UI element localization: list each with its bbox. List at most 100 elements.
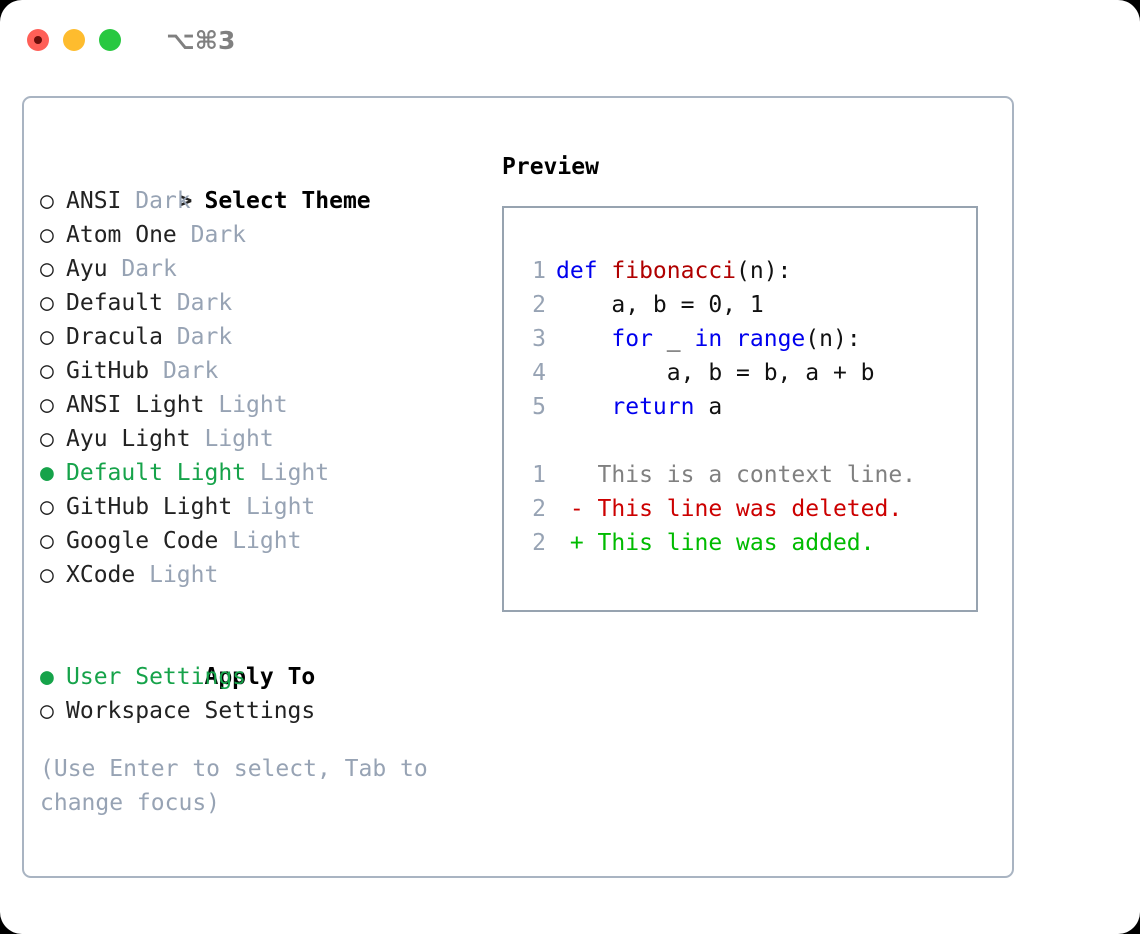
theme-option-gap [177, 222, 191, 248]
theme-option-google-code[interactable]: ○ Google Code Light [40, 524, 490, 558]
apply-to-heading: Apply To [40, 626, 490, 690]
radio-unselected-icon: ○ [40, 494, 54, 520]
code-line-number: 3 [532, 326, 546, 352]
theme-option-category: Dark [162, 358, 219, 384]
theme-option-name: Ayu Light [66, 426, 191, 452]
radio-unselected-icon: ○ [40, 392, 54, 418]
theme-option-name: GitHub [66, 358, 150, 384]
theme-option-name: GitHub Light [66, 494, 233, 520]
theme-options-list: ○ANSI Dark○Atom One Dark○Ayu Dark○Defaul… [40, 184, 490, 592]
radio-selected-icon: ● [40, 460, 54, 486]
code-token: a, b = b, a + b [556, 360, 875, 386]
code-token: range [736, 326, 806, 352]
theme-option-name: Ayu [66, 256, 108, 282]
select-theme-label: Select Theme [204, 188, 371, 214]
diff-line-content: This is a context line. [556, 462, 917, 488]
code-line-number: 4 [532, 360, 546, 386]
code-line: 2 a, b = 0, 1 [522, 288, 916, 322]
theme-option-name: Google Code [66, 528, 219, 554]
theme-picker-panel: >Select Theme ○ANSI Dark○Atom One Dark○A… [22, 96, 1014, 878]
code-line-number: 2 [532, 292, 546, 318]
theme-option-ansi[interactable]: ○ ANSI Dark [40, 184, 490, 218]
diff-line-ctx: 1 This is a context line. [522, 458, 916, 492]
theme-option-name: XCode [66, 562, 136, 588]
theme-option-github[interactable]: ○ GitHub Dark [40, 354, 490, 388]
diff-line-number: 2 [532, 530, 546, 556]
maximize-window-icon[interactable] [99, 29, 121, 51]
theme-option-gap [218, 528, 232, 554]
radio-unselected-icon: ○ [40, 698, 54, 724]
theme-option-default[interactable]: ○Default Dark [40, 286, 490, 320]
theme-option-category: Dark [121, 256, 177, 282]
theme-option-category: Light [204, 426, 274, 452]
code-token [556, 326, 611, 352]
code-token: return [611, 394, 695, 420]
title-bar: ⌥⌘3 [0, 0, 1140, 80]
theme-option-gap [163, 324, 177, 350]
theme-option-category: Light [232, 528, 302, 554]
theme-option-gap [163, 290, 177, 316]
code-token: a [694, 394, 723, 420]
radio-unselected-icon: ○ [40, 324, 54, 350]
theme-option-dracula[interactable]: ○Dracula Dark [40, 320, 490, 354]
theme-option-gap [204, 392, 218, 418]
code-token: (n): [736, 258, 792, 284]
code-token: (n): [805, 326, 861, 352]
code-line-number: 5 [532, 394, 546, 420]
theme-option-category: Dark [190, 222, 247, 248]
apply-to-option-workspace-settings[interactable]: ○Workspace Settings [40, 694, 490, 728]
radio-unselected-icon: ○ [40, 358, 54, 384]
theme-option-category: Dark [176, 290, 233, 316]
theme-option-xcode[interactable]: ○XCode Light [40, 558, 490, 592]
theme-option-gap [149, 358, 163, 384]
list-spacer [40, 592, 490, 626]
window-controls [27, 29, 121, 51]
diff-line-number: 1 [532, 462, 546, 488]
apply-to-option-name: User Settings [66, 664, 247, 690]
theme-option-gap [232, 494, 246, 520]
diff-line-content: - This line was deleted. [556, 496, 903, 522]
close-window-icon[interactable] [27, 29, 49, 51]
theme-option-ayu[interactable]: ○ Ayu Dark [40, 252, 490, 286]
radio-unselected-icon: ○ [40, 290, 54, 316]
theme-option-category: Light [259, 460, 330, 486]
radio-unselected-icon: ○ [40, 222, 54, 248]
code-diff-separator [522, 424, 916, 458]
theme-option-name: ANSI [66, 188, 122, 214]
theme-option-default-light[interactable]: ●Default Light Light [40, 456, 490, 490]
code-token: a, b = 0, 1 [556, 292, 764, 318]
apply-to-options-list: ●User Settings○Workspace Settings [40, 660, 490, 728]
apply-to-label: Apply To [204, 664, 316, 690]
radio-unselected-icon: ○ [40, 562, 54, 588]
theme-option-ansi-light[interactable]: ○ANSI Light Light [40, 388, 490, 422]
theme-option-category: Dark [135, 188, 191, 214]
keyboard-hint-text: (Use Enter to select, Tab to change focu… [40, 756, 442, 816]
code-line: 5 return a [522, 390, 916, 424]
theme-option-github-light[interactable]: ○GitHub Light Light [40, 490, 490, 524]
minimize-window-icon[interactable] [63, 29, 85, 51]
radio-unselected-icon: ○ [40, 528, 54, 554]
code-token: fibonacci [611, 258, 737, 284]
theme-option-gap [191, 426, 205, 452]
radio-unselected-icon: ○ [40, 256, 54, 282]
radio-unselected-icon: ○ [40, 188, 54, 214]
diff-line-add: 2 + This line was added. [522, 526, 916, 560]
radio-unselected-icon: ○ [40, 426, 54, 452]
prompt-caret-icon: > [178, 188, 193, 214]
theme-option-ayu-light[interactable]: ○ Ayu Light Light [40, 422, 490, 456]
select-theme-heading: > Select Theme [40, 150, 490, 214]
theme-option-gap [246, 460, 260, 486]
code-token: def [556, 258, 612, 284]
theme-option-gap [108, 256, 122, 282]
preview-heading: Preview [502, 154, 599, 180]
diff-line-del: 2 - This line was deleted. [522, 492, 916, 526]
theme-option-gap [135, 562, 149, 588]
apply-to-option-user-settings[interactable]: ●User Settings [40, 660, 490, 694]
theme-option-atom-one[interactable]: ○Atom One Dark [40, 218, 490, 252]
keyboard-shortcut-label: ⌥⌘3 [166, 25, 236, 55]
code-line-number: 1 [532, 258, 546, 284]
